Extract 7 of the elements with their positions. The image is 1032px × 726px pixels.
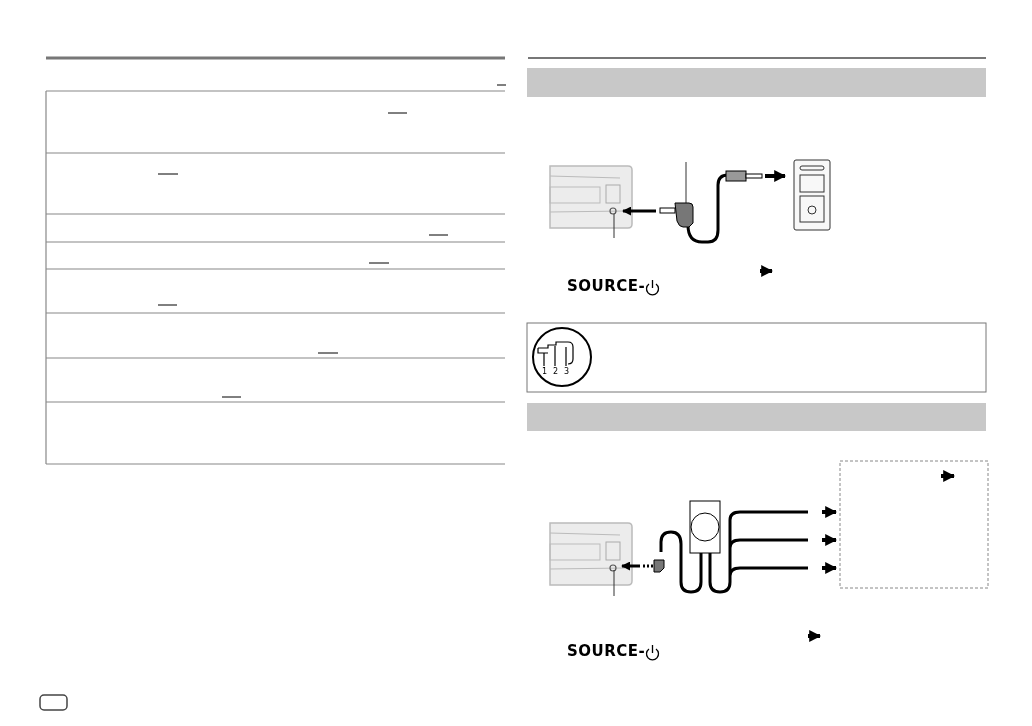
pin-number: 3 bbox=[564, 367, 570, 376]
pin-number: 2 bbox=[553, 367, 559, 376]
heading-band bbox=[527, 403, 986, 431]
pin-number: 1 bbox=[542, 367, 548, 376]
button-label: SOURCE- bbox=[567, 642, 646, 660]
heading-band bbox=[527, 68, 986, 97]
button-label: SOURCE- bbox=[567, 277, 646, 295]
